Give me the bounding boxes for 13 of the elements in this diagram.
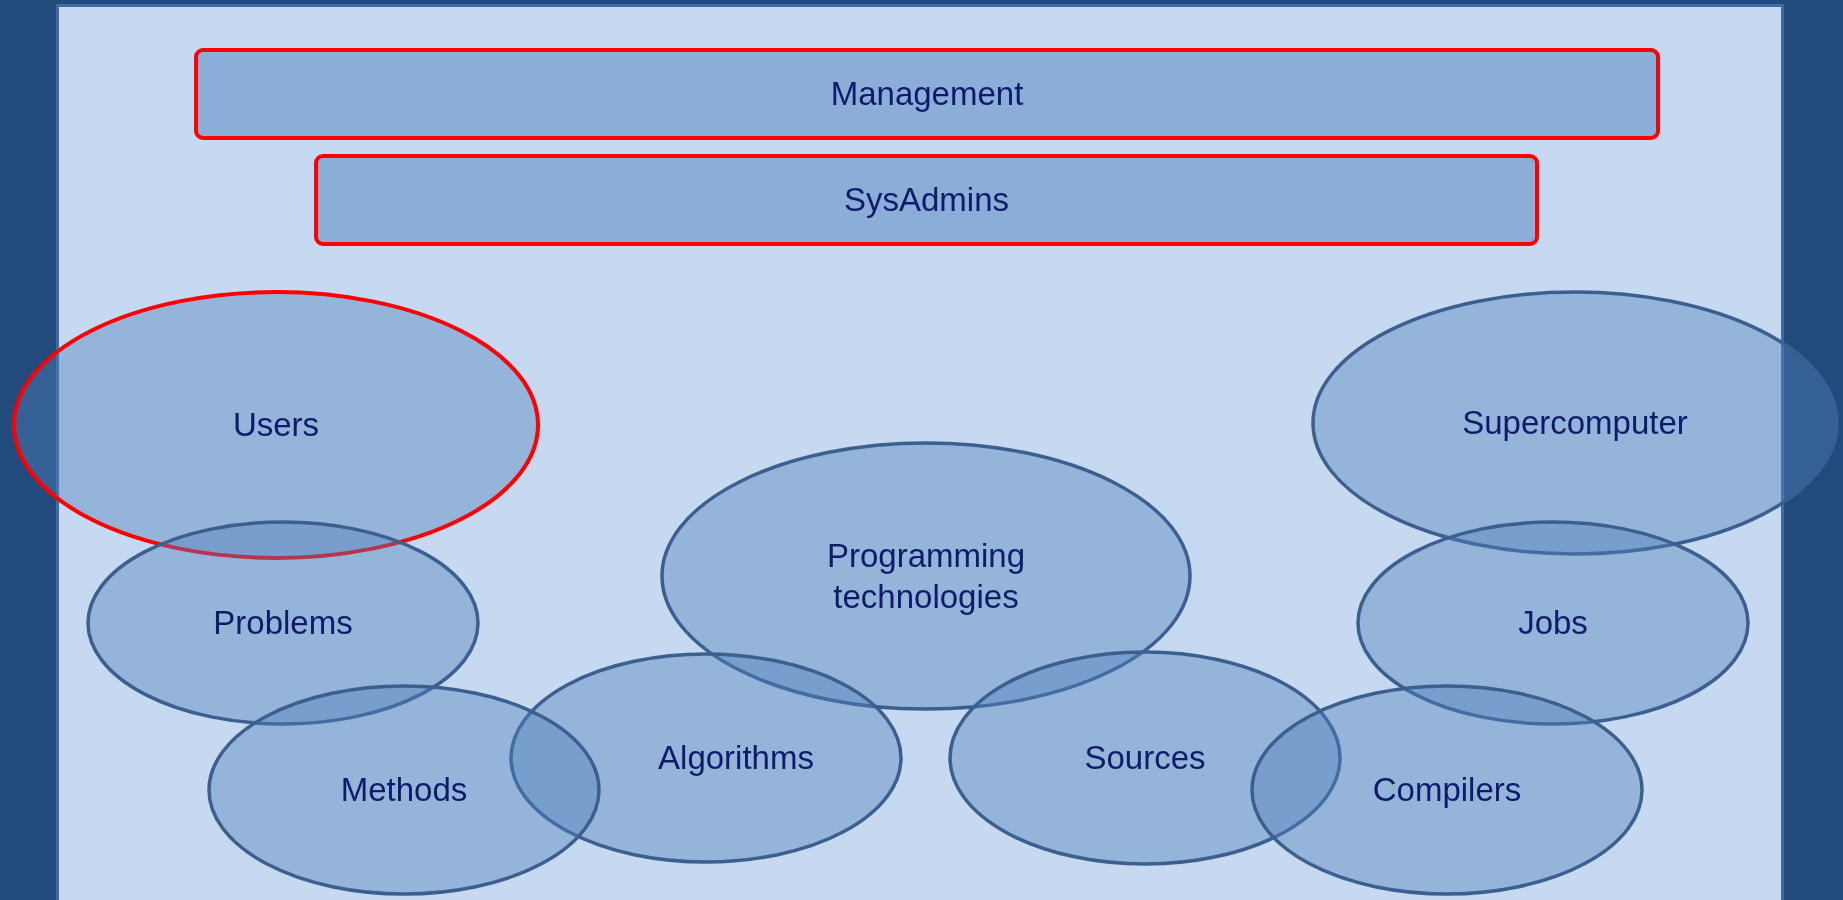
node-label: Management [830, 74, 1024, 115]
node-label: Sources [1084, 738, 1206, 779]
node-label: Problems [213, 603, 353, 644]
node-label: Programming technologies [825, 535, 1027, 617]
node-label: Methods [340, 770, 468, 811]
node-label: Supercomputer [1462, 403, 1688, 444]
role-bar [194, 48, 1660, 140]
node-label: Compilers [1372, 770, 1522, 811]
role-bar [314, 154, 1539, 246]
node-label: SysAdmins [843, 180, 1010, 221]
node-label: Jobs [1518, 603, 1588, 644]
node-label: Users [232, 405, 320, 446]
node-label: Algorithms [658, 738, 814, 779]
